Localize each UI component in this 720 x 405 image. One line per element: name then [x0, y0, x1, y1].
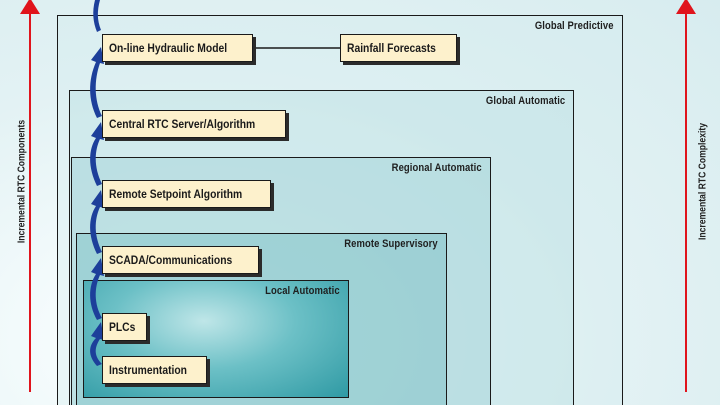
rainfall-forecasts-box: Rainfall Forecasts: [340, 34, 458, 62]
remote-setpoint-label: Remote Setpoint Algorithm: [109, 187, 243, 201]
rainfall-forecasts-label: Rainfall Forecasts: [347, 41, 436, 55]
level-title: Global Predictive: [535, 20, 614, 32]
right-side-label: Incremental RTC Complexity: [697, 122, 709, 241]
plcs-box: PLCs: [102, 313, 147, 341]
scada-box: SCADA/Communications: [102, 246, 260, 274]
instrumentation-box: Instrumentation: [102, 356, 207, 384]
instrumentation-label: Instrumentation: [109, 363, 187, 377]
level-title: Regional Automatic: [391, 162, 482, 174]
left-side-label: Incremental RTC Components: [16, 119, 28, 244]
central-rtc-label: Central RTC Server/Algorithm: [109, 117, 256, 131]
level-title: Remote Supervisory: [344, 238, 438, 250]
scada-label: SCADA/Communications: [109, 253, 233, 267]
level-title: Local Automatic: [265, 285, 340, 297]
plcs-label: PLCs: [109, 320, 136, 334]
hydraulic-model-label: On-line Hydraulic Model: [109, 41, 228, 55]
level-title: Global Automatic: [485, 95, 565, 107]
hydraulic-model-box: On-line Hydraulic Model: [102, 34, 254, 62]
central-rtc-box: Central RTC Server/Algorithm: [102, 110, 287, 138]
remote-setpoint-box: Remote Setpoint Algorithm: [102, 180, 271, 208]
